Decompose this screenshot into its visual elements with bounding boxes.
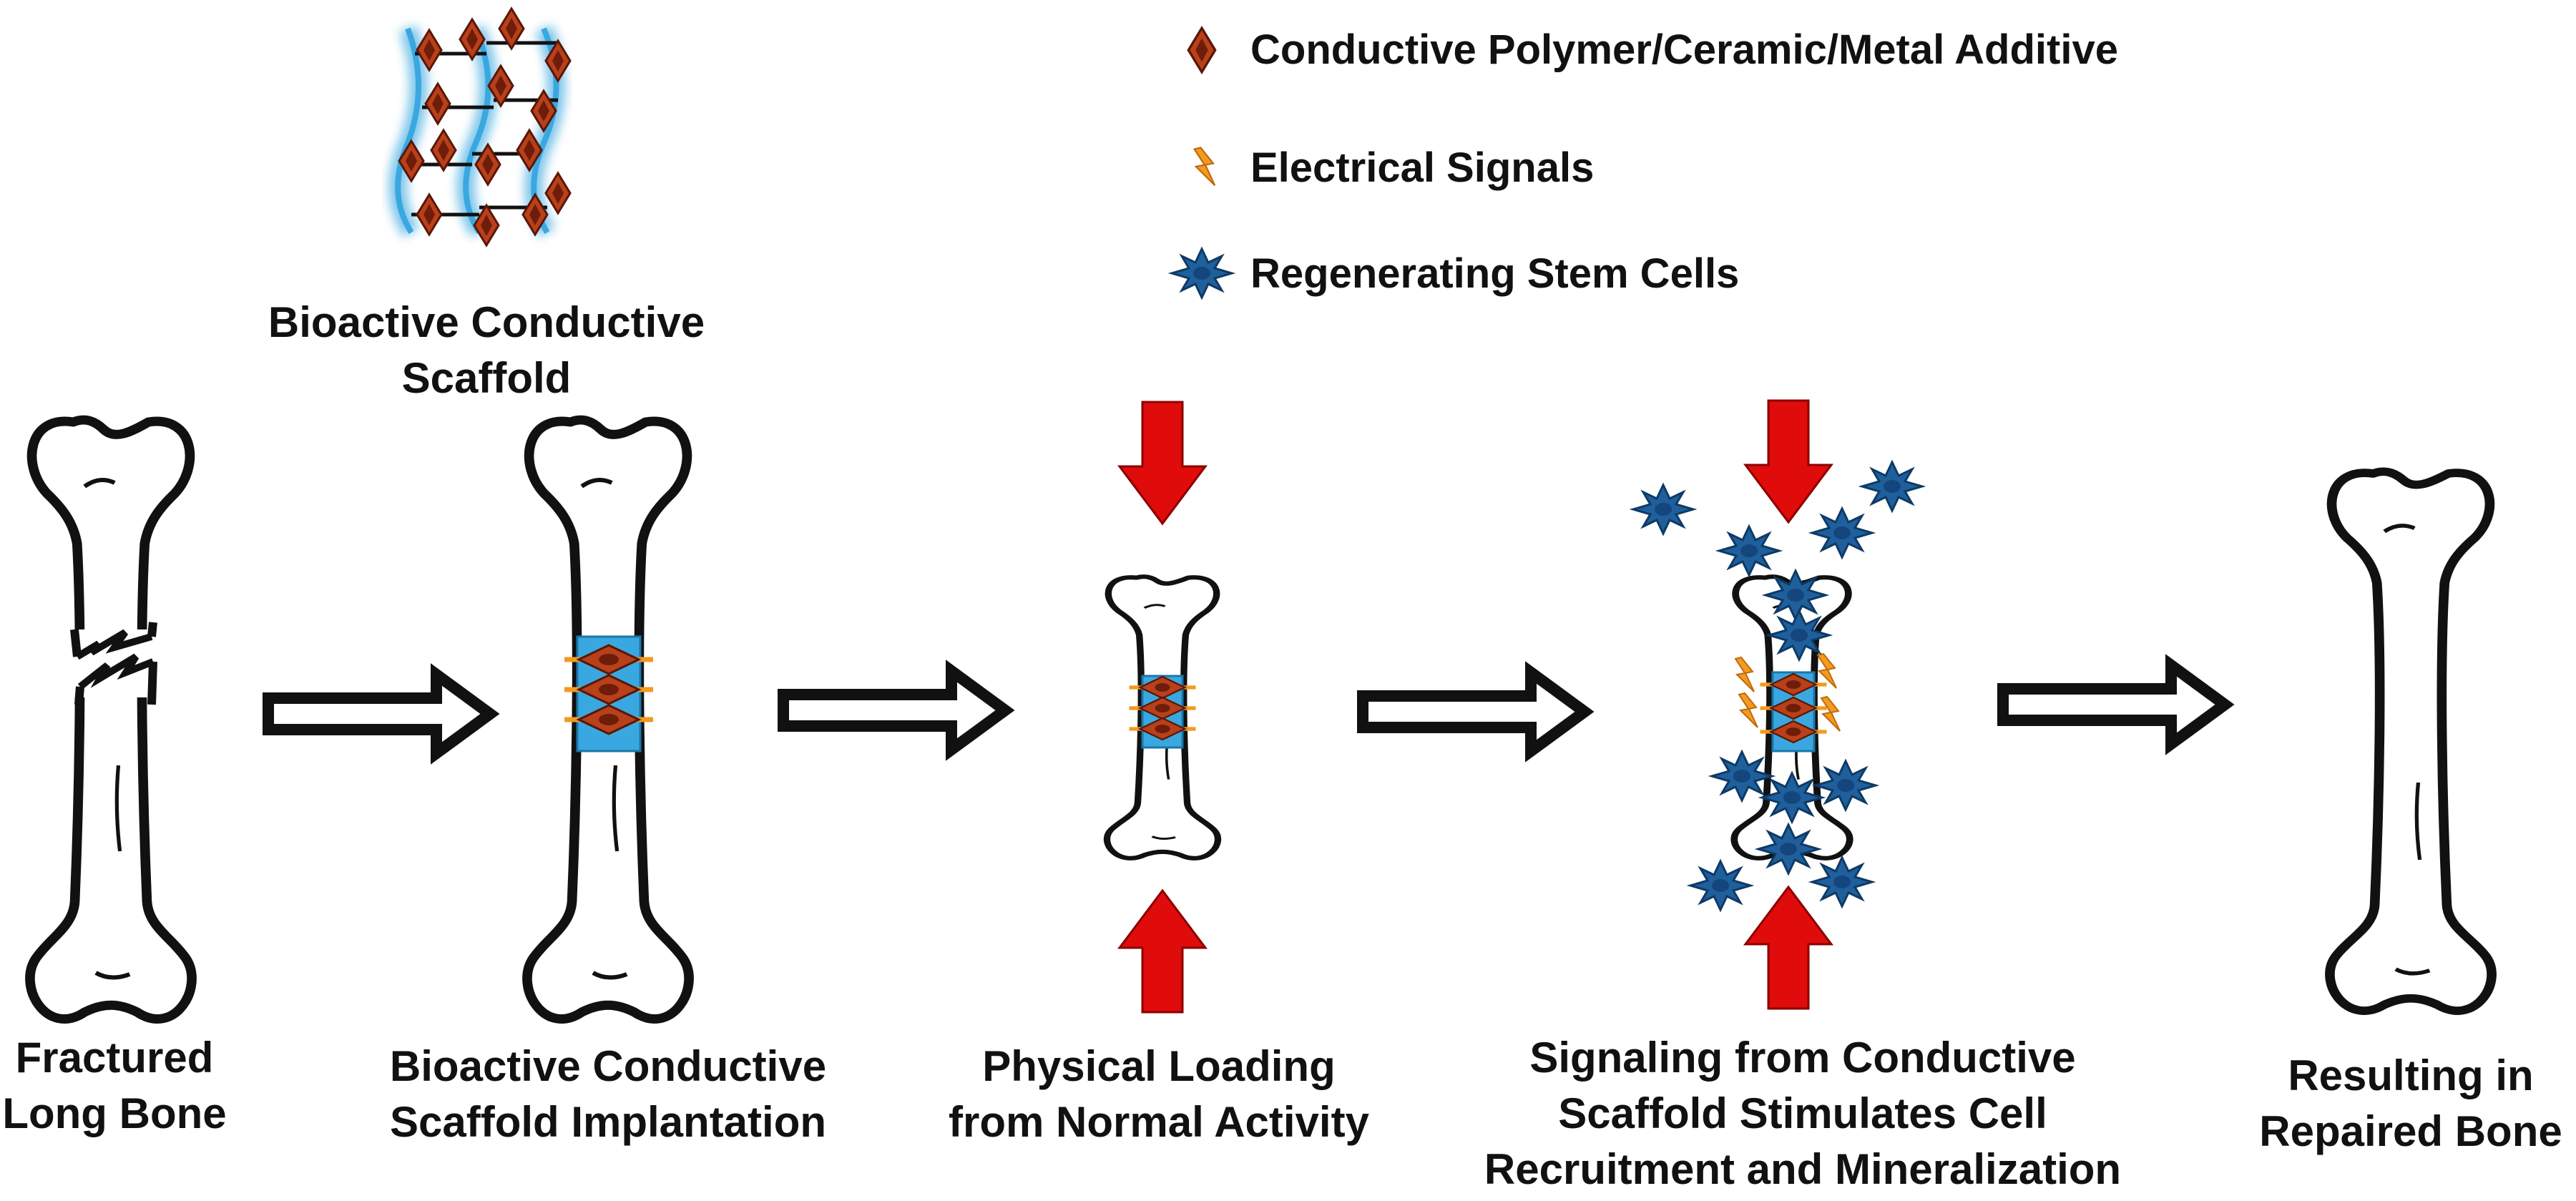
caption-line: Bioactive Conductive	[389, 1042, 827, 1090]
step-caption-signaling: Signaling from Conductive Scaffold Stimu…	[1459, 1030, 2146, 1197]
legend-cell-label: Regenerating Stem Cells	[1250, 250, 1740, 297]
caption-line: Scaffold Implantation	[389, 1098, 827, 1146]
repaired-bone	[2330, 471, 2492, 1011]
scaffold-title-line2: Scaffold	[401, 354, 572, 402]
caption-line: Repaired Bone	[2259, 1107, 2562, 1155]
caption-line: Recruitment and Mineralization	[1484, 1145, 2122, 1193]
loaded-bone	[1107, 577, 1218, 858]
legend-stem-cell-icon	[1170, 247, 1233, 299]
legend-diamond-icon	[1187, 26, 1217, 74]
step-caption-repaired: Resulting in Repaired Bone	[2246, 1048, 2575, 1160]
scaffold-title: Bioactive Conductive Scaffold	[215, 295, 758, 406]
compression-arrow-bottom-2	[1744, 886, 1833, 1010]
process-arrow-2	[783, 671, 1005, 750]
caption-line: from Normal Activity	[949, 1098, 1369, 1146]
caption-line: Physical Loading	[982, 1042, 1336, 1090]
process-arrow-3	[1363, 672, 1585, 751]
legend-additive-label: Conductive Polymer/Ceramic/Metal Additiv…	[1250, 26, 2118, 73]
caption-line: Scaffold Stimulates Cell	[1558, 1089, 2047, 1137]
step-caption-fractured: Fractured Long Bone	[0, 1030, 229, 1142]
legend-signal-label: Electrical Signals	[1250, 144, 1595, 191]
compression-arrow-top	[1118, 401, 1207, 525]
caption-line: Resulting in	[2288, 1052, 2534, 1099]
step-caption-loading: Physical Loading from Normal Activity	[930, 1039, 1388, 1150]
step-caption-implantation: Bioactive Conductive Scaffold Implantati…	[358, 1039, 858, 1150]
process-arrow-4	[2003, 665, 2225, 744]
process-arrow-1	[268, 675, 490, 753]
bone-with-scaffold	[527, 420, 689, 1019]
compression-arrow-top-2	[1744, 399, 1833, 524]
caption-line: Fractured	[15, 1034, 214, 1082]
compression-arrow-bottom	[1118, 889, 1207, 1014]
scaffold-title-line1: Bioactive Conductive	[268, 298, 705, 346]
caption-line: Long Bone	[2, 1089, 227, 1137]
fractured-bone	[30, 420, 192, 1019]
signaling-bone	[1734, 577, 1849, 858]
scaffold-lattice-icon	[388, 7, 572, 247]
legend-lightning-bolt-icon	[1193, 147, 1216, 187]
caption-line: Signaling from Conductive	[1529, 1034, 2076, 1082]
